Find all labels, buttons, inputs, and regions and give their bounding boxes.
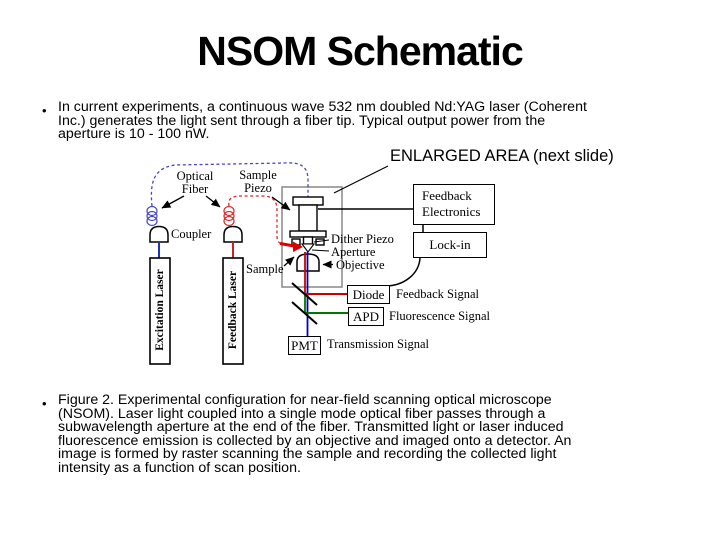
feedback-beam-arrow	[279, 241, 303, 252]
feedback-electronics-box: Feedback Electronics	[413, 184, 495, 225]
excitation-fiber-path	[146, 162, 309, 246]
lock-in-box: Lock-in	[413, 232, 487, 258]
lockin-curve-wire	[384, 257, 421, 287]
feedback-laser-label: Feedback Laser	[227, 270, 239, 350]
aperture-leader	[311, 249, 330, 252]
beamsplitter-2	[291, 301, 318, 325]
enlarged-area-outline	[281, 186, 343, 288]
pmt-detector-box: PMT	[288, 336, 321, 355]
beamsplitter-1	[291, 282, 318, 306]
page-title: NSOM Schematic	[197, 28, 524, 74]
optical-fiber-arrow-right	[205, 195, 221, 208]
optical-fiber-arrow-left	[161, 195, 185, 209]
enlarged-area-pointer-line	[333, 165, 389, 194]
feedback-laser-box	[222, 257, 244, 365]
sample-piezo-arrow	[271, 196, 291, 211]
sample-piezo-assembly	[289, 196, 327, 253]
feedback-coupler	[223, 225, 243, 243]
feedback-signal-label: Feedback Signal	[396, 287, 479, 301]
sample-arrow	[283, 256, 295, 267]
fluorescence-signal-label: Fluorescence Signal	[389, 309, 491, 323]
dither-piezo-label: Dither Piezo	[331, 232, 394, 246]
collected-light-beams	[304, 252, 348, 336]
excitation-laser-label: Excitation Laser	[154, 269, 166, 351]
bullet-marker: •	[42, 103, 47, 118]
sample-piezo-label: Sample Piezo	[239, 168, 277, 195]
bullet-marker: •	[42, 396, 47, 411]
aperture-label: Aperture	[331, 245, 376, 259]
transmission-signal-label: Transmission Signal	[327, 337, 429, 351]
sample-label: Sample	[246, 262, 284, 276]
dither-piezo-leader	[313, 239, 330, 243]
figure-caption: Figure 2. Experimental configuration for…	[58, 392, 572, 476]
excitation-laser-box	[149, 257, 171, 365]
intro-paragraph: In current experiments, a continuous wav…	[58, 99, 587, 143]
apd-detector-box: APD	[348, 307, 384, 326]
enlarged-area-label: ENLARGED AREA (next slide)	[390, 147, 614, 165]
excitation-coupler	[149, 225, 169, 243]
coupler-label: Coupler	[171, 227, 212, 241]
objective-label: Objective	[336, 258, 385, 272]
optical-fiber-label: Optical Fiber	[176, 169, 214, 196]
diode-detector-box: Diode	[347, 285, 390, 304]
feedback-fiber-path	[223, 195, 285, 246]
